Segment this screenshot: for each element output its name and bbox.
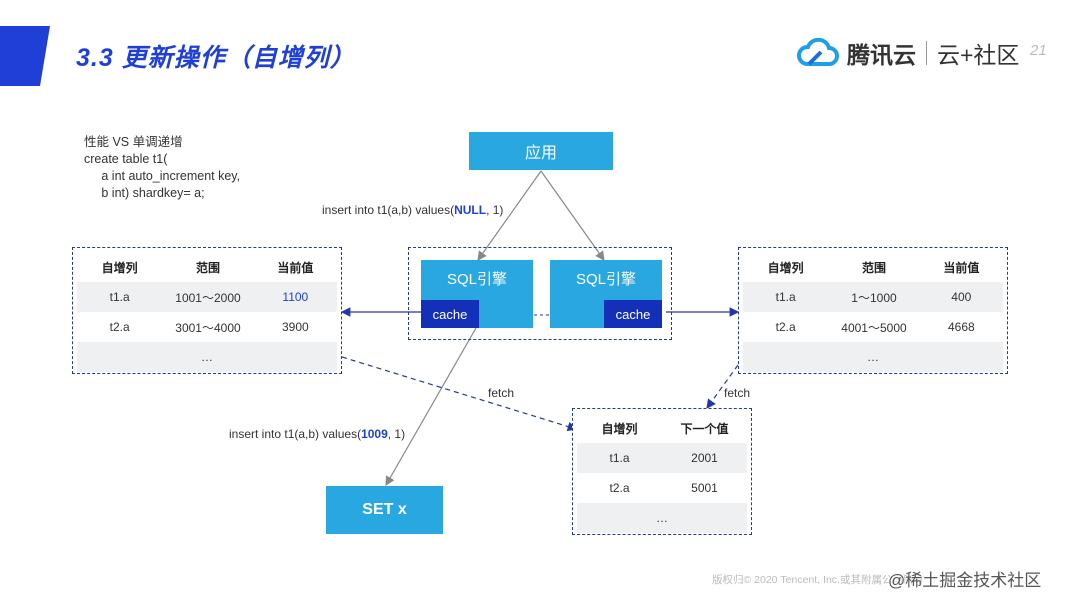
slide-title: 3.3 更新操作（自增列） — [76, 44, 356, 72]
table-row: t1.a 1～1000 400 — [743, 282, 1003, 312]
current-value-highlight: 1100 — [282, 290, 309, 304]
cache-right: cache — [604, 300, 662, 328]
table-header: 自增列 范围 当前值 — [101, 260, 314, 275]
cloud-logo-icon — [797, 38, 839, 66]
table-row-ellipsis: … — [577, 503, 747, 533]
brand-logo: 腾讯云 云+社区 — [795, 36, 1019, 70]
community-name: 云+社区 — [937, 42, 1020, 68]
sql-engine-left: SQL引擎 cache — [421, 260, 533, 328]
fetch-label-right: fetch — [724, 386, 751, 400]
table-row: t2.a 5001 — [609, 481, 718, 495]
insert-null-value: NULL — [454, 203, 487, 217]
arrow-app-to-engine-right — [540, 170, 605, 261]
application-box: 应用 — [469, 132, 613, 170]
table-header: 自增列 范围 当前值 — [767, 260, 980, 275]
create-table-note: 性能 VS 单调递增 create table t1( a int auto_i… — [84, 135, 241, 200]
arrow-left-table-fetch — [341, 356, 578, 432]
next-value-table: 自增列 下一个值 t1.a 2001 t2.a 5001 … — [572, 408, 752, 535]
cache-left: cache — [421, 300, 479, 328]
brand-separator — [926, 41, 927, 65]
arrow-engine-to-set — [385, 327, 477, 487]
engine-label: SQL引擎 — [446, 271, 507, 288]
table-row: t1.a 1001～2000 1100 — [77, 282, 337, 312]
table-header: 自增列 下一个值 — [601, 421, 729, 436]
insert-null-statement: insert into t1(a,b) values(NULL, 1) — [322, 203, 504, 217]
left-range-table: 自增列 范围 当前值 t1.a 1001～2000 1100 t2.a 3001… — [72, 247, 342, 374]
sql-engine-right: SQL引擎 cache — [550, 260, 662, 328]
insert-1009-value: 1009 — [361, 427, 388, 441]
right-range-table: 自增列 范围 当前值 t1.a 1～1000 400 t2.a 4001～500… — [738, 247, 1008, 374]
insert-1009-statement: insert into t1(a,b) values(1009, 1) — [229, 427, 406, 441]
page-number: 21 — [1030, 42, 1047, 59]
fetch-label-left: fetch — [488, 386, 515, 400]
copyright-notice: 版权归© 2020 Tencent, Inc.或其附属公司所有 — [712, 574, 924, 586]
watermark: @稀土掘金技术社区 — [888, 571, 1042, 590]
table-row: t2.a 4001～5000 4668 — [775, 320, 975, 335]
brand-name: 腾讯云 — [847, 42, 916, 68]
set-x-box: SET x — [326, 486, 443, 534]
table-row: t2.a 3001～4000 3900 — [109, 320, 309, 335]
engine-label: SQL引擎 — [575, 271, 636, 288]
sql-engines-group — [408, 247, 672, 340]
table-row-ellipsis: … — [743, 342, 1003, 372]
table-row: t1.a 2001 — [577, 443, 747, 473]
table-row-ellipsis: … — [77, 342, 337, 372]
arrow-app-to-engine-left — [477, 170, 542, 261]
